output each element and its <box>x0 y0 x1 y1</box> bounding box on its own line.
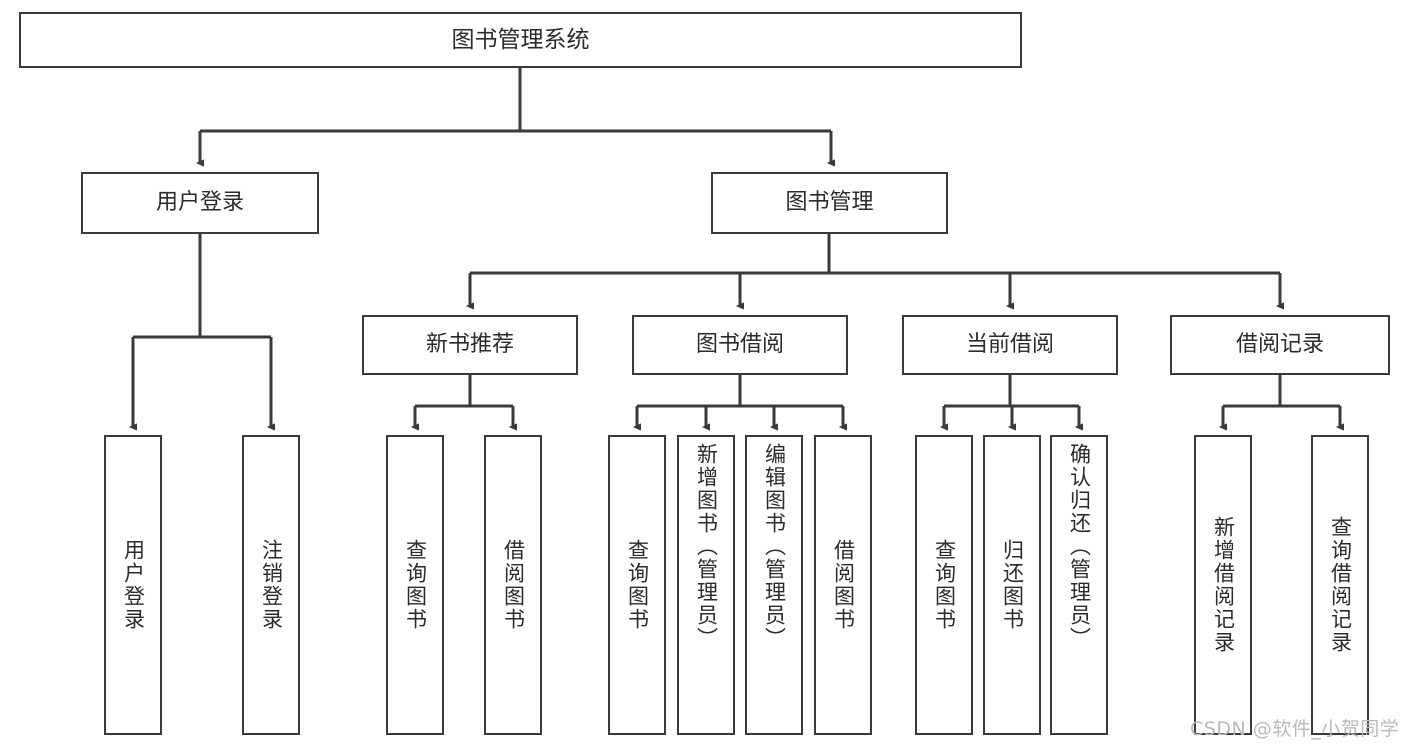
node-leaf-query-borrow-record-label: 查询借阅记录 <box>1328 516 1353 654</box>
node-book-manage[interactable]: 图书管理 <box>711 172 948 234</box>
node-leaf-borrow-book-1[interactable]: 借阅图书 <box>484 435 542 735</box>
node-book-borrow-label: 图书借阅 <box>695 332 784 358</box>
node-leaf-query-book-1[interactable]: 查询图书 <box>386 435 444 735</box>
node-leaf-return-book-label: 归还图书 <box>1000 539 1025 631</box>
node-current-borrow[interactable]: 当前借阅 <box>902 315 1118 375</box>
node-current-borrow-label: 当前借阅 <box>965 332 1054 358</box>
node-leaf-confirm-return-admin[interactable]: 确认归还（管理员） <box>1050 435 1108 735</box>
node-leaf-logout-login-label: 注销登录 <box>259 539 284 631</box>
node-leaf-confirm-return-admin-label: 确认归还（管理员） <box>1067 443 1092 650</box>
node-leaf-query-book-3[interactable]: 查询图书 <box>915 435 973 735</box>
node-leaf-edit-book-admin[interactable]: 编辑图书（管理员） <box>745 435 803 735</box>
node-leaf-query-book-2[interactable]: 查询图书 <box>608 435 666 735</box>
node-leaf-query-book-2-label: 查询图书 <box>625 539 650 631</box>
node-new-book-recommend[interactable]: 新书推荐 <box>362 315 578 375</box>
node-new-book-recommend-label: 新书推荐 <box>425 332 514 358</box>
node-leaf-query-borrow-record[interactable]: 查询借阅记录 <box>1311 435 1369 735</box>
node-leaf-borrow-book-1-label: 借阅图书 <box>501 539 526 631</box>
node-leaf-edit-book-admin-label: 编辑图书（管理员） <box>762 443 787 650</box>
node-leaf-user-login[interactable]: 用户登录 <box>104 435 162 735</box>
node-leaf-return-book[interactable]: 归还图书 <box>983 435 1041 735</box>
node-leaf-add-borrow-record-label: 新增借阅记录 <box>1211 516 1236 654</box>
node-leaf-borrow-book-2[interactable]: 借阅图书 <box>814 435 872 735</box>
node-leaf-add-book-admin[interactable]: 新增图书（管理员） <box>677 435 735 735</box>
node-book-borrow[interactable]: 图书借阅 <box>632 315 848 375</box>
node-leaf-add-book-admin-label: 新增图书（管理员） <box>694 443 719 650</box>
node-root-label: 图书管理系统 <box>451 26 590 53</box>
node-user-login[interactable]: 用户登录 <box>81 172 319 234</box>
node-user-login-label: 用户登录 <box>155 190 244 216</box>
node-borrow-record[interactable]: 借阅记录 <box>1170 315 1390 375</box>
node-leaf-logout-login[interactable]: 注销登录 <box>242 435 300 735</box>
node-borrow-record-label: 借阅记录 <box>1235 332 1324 358</box>
node-root[interactable]: 图书管理系统 <box>19 12 1022 68</box>
node-leaf-query-book-3-label: 查询图书 <box>932 539 957 631</box>
node-leaf-query-book-1-label: 查询图书 <box>403 539 428 631</box>
node-leaf-borrow-book-2-label: 借阅图书 <box>831 539 856 631</box>
node-leaf-add-borrow-record[interactable]: 新增借阅记录 <box>1194 435 1252 735</box>
node-book-manage-label: 图书管理 <box>785 190 874 216</box>
node-leaf-user-login-label: 用户登录 <box>121 539 146 631</box>
